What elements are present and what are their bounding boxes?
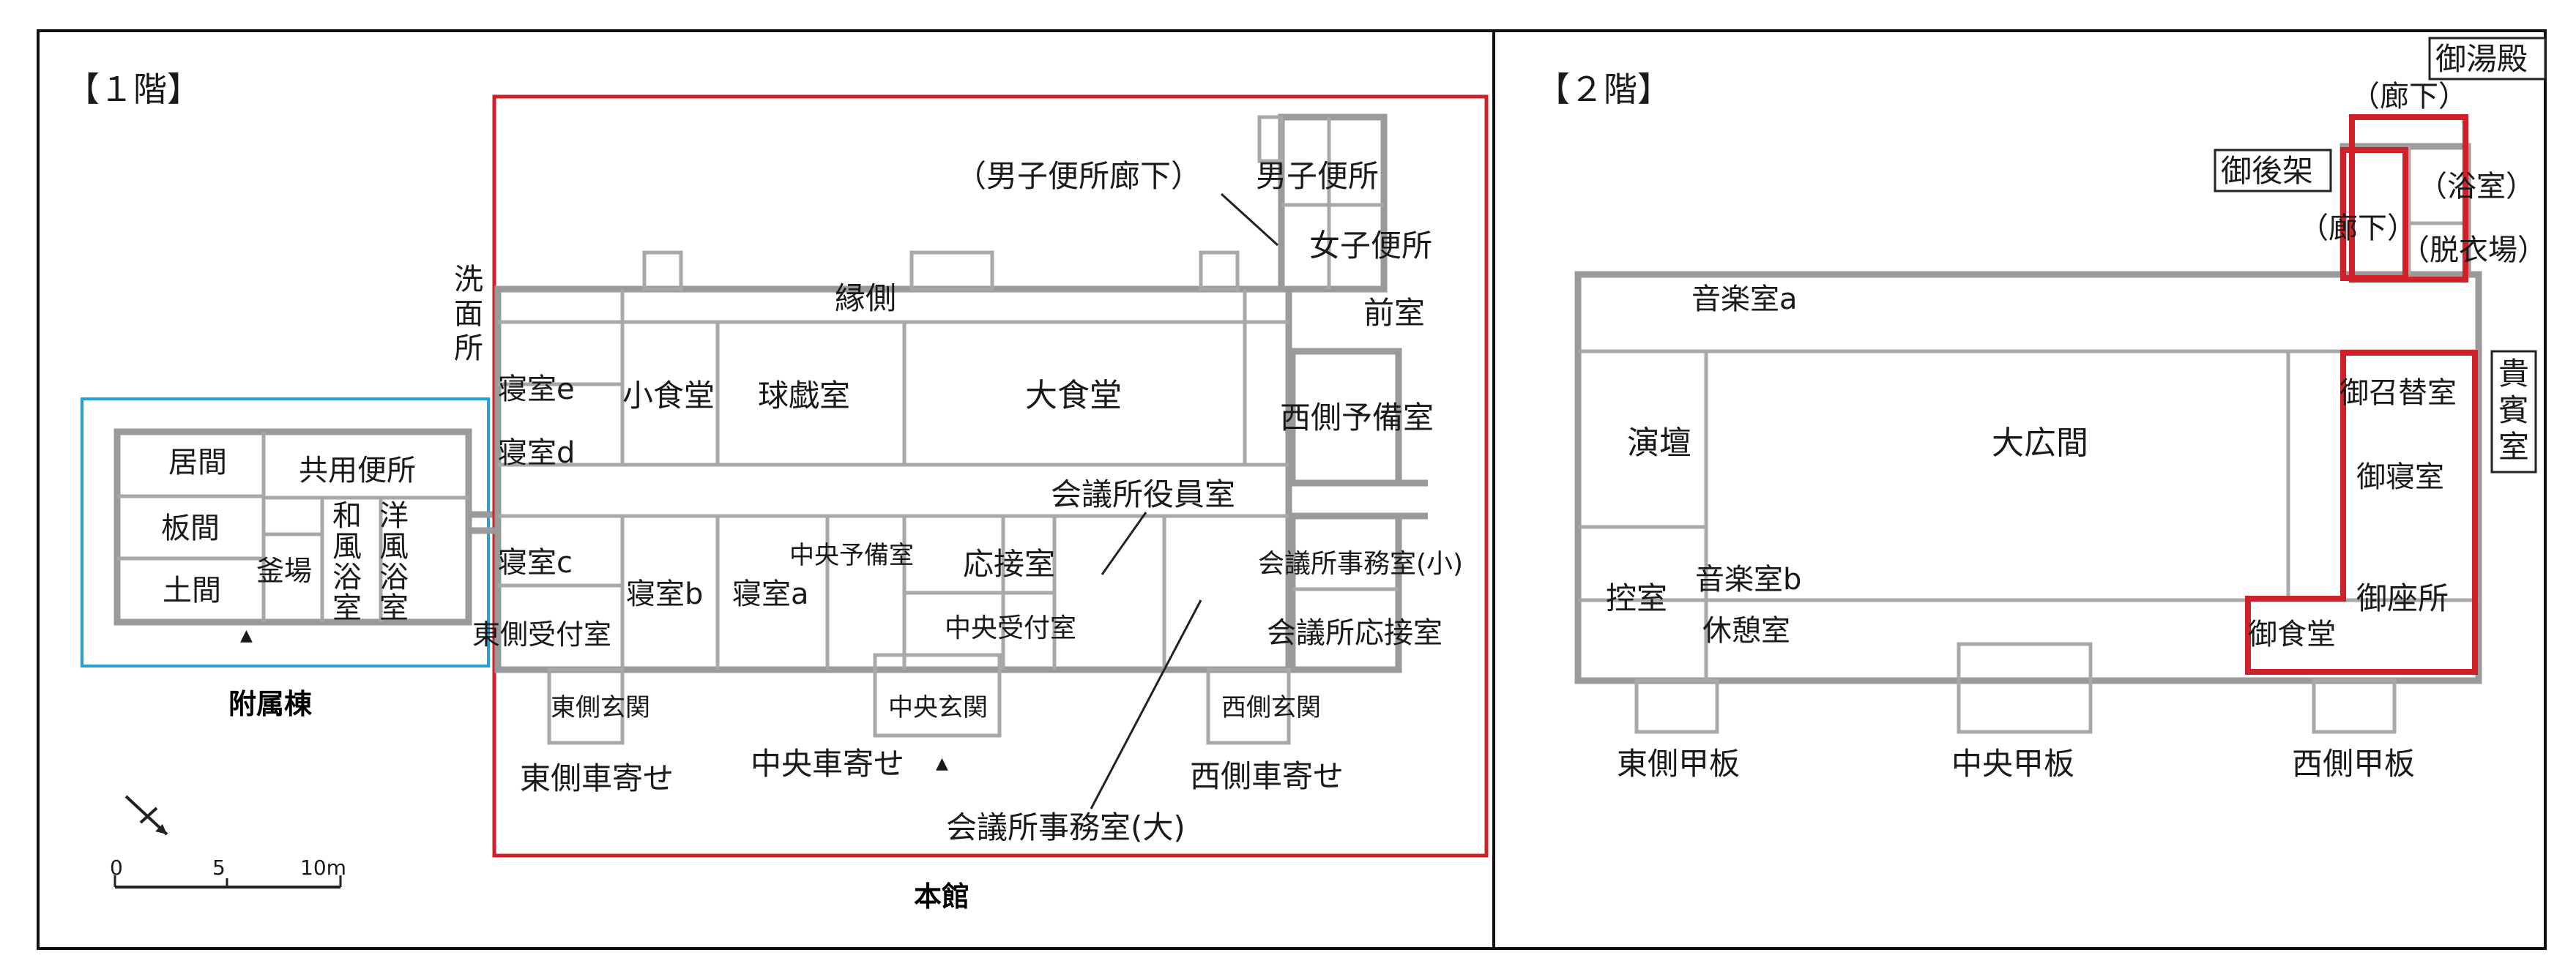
svg-text:賓: 賓 — [2498, 392, 2529, 428]
room-engawa: 縁側 — [835, 280, 896, 316]
svg-text:和: 和 — [332, 499, 362, 533]
room-shinshitsu-d: 寝室d — [498, 436, 575, 470]
room-higashi-kanpan: 東側甲板 — [1617, 746, 1740, 782]
room-wafu-yokushitsu: 和 風 浴 室 — [332, 499, 362, 625]
room-roka-top: （廊下） — [2350, 80, 2468, 113]
scale-label-ten: 10m — [300, 856, 346, 880]
annex-walls — [113, 428, 498, 626]
room-kaigisho-jimushitsu-dai: 会議所事務室(大) — [946, 809, 1185, 845]
leader-kaigisho-yakuinshitsu — [1101, 512, 1147, 575]
scale-label-five: 5 — [212, 856, 226, 880]
room-chuo-yobishitsu: 中央予備室 — [789, 541, 914, 570]
room-chuo-kanpan: 中央甲板 — [1951, 746, 2074, 782]
room-doma: 土間 — [163, 574, 221, 607]
room-nishi-kurumayose: 西側車寄せ — [1190, 758, 1344, 794]
room-kihinshitsu: 貴 賓 室 — [2498, 356, 2529, 465]
main-building-walls — [469, 113, 1428, 745]
room-kyoyo-benjo: 共用便所 — [299, 454, 416, 487]
room-higashi-genkan: 東側玄関 — [551, 693, 650, 722]
room-yokushitsu: （浴室） — [2418, 170, 2535, 203]
room-higashi-uketsuke: 東側受付室 — [472, 618, 611, 651]
scale-label-zero: 0 — [110, 856, 123, 880]
room-goshokudo: 御食堂 — [2248, 618, 2336, 651]
leader-kaigisho-jimushitsu-dai — [1090, 599, 1202, 809]
north-arrow-icon — [124, 795, 168, 836]
room-shinshitsu-e: 寝室e — [498, 373, 575, 406]
room-danshi-benjo-roka: （男子便所廊下） — [956, 158, 1202, 194]
floor2-panel-frame — [1492, 29, 2547, 950]
room-daishokudo: 大食堂 — [1025, 377, 1122, 414]
room-kaigisho-osetsushitsu: 会議所応接室 — [1267, 616, 1443, 650]
room-endan: 演壇 — [1627, 424, 1691, 462]
room-ongakushitsu-a: 音楽室a — [1691, 283, 1798, 316]
svg-text:風: 風 — [379, 530, 409, 564]
floor2-title: 【２階】 — [1536, 70, 1671, 109]
gokoka-outline — [2340, 147, 2408, 281]
goyudono-box — [2428, 37, 2547, 81]
floor1-title: 【１階】 — [66, 70, 201, 109]
room-zenshitsu: 前室 — [1363, 295, 1425, 331]
room-datsuiba: （脱衣場） — [2400, 233, 2547, 267]
room-senmenjo: 洗 面 所 — [454, 263, 483, 365]
room-goyudono: 御湯殿 — [2435, 41, 2528, 77]
room-goshinshitsu: 御寝室 — [2356, 460, 2444, 494]
main-triangle-mark: ▲ — [936, 755, 948, 773]
room-danshi-benjo: 男子便所 — [1256, 158, 1379, 194]
leader-danshi-benjo-roka — [1220, 192, 1279, 247]
svg-text:面: 面 — [454, 297, 483, 331]
room-joshi-benjo: 女子便所 — [1309, 228, 1432, 263]
annex-triangle-mark: ▲ — [240, 626, 253, 645]
main-building-outline — [492, 94, 1489, 858]
room-daihiroma: 大広間 — [1992, 424, 2088, 462]
main-caption: 本館 — [914, 880, 969, 913]
room-chuo-genkan: 中央玄関 — [888, 693, 988, 722]
svg-text:浴: 浴 — [379, 561, 409, 594]
svg-text:洋: 洋 — [379, 499, 409, 533]
room-itama: 板間 — [161, 512, 220, 545]
room-osetsushitsu: 応接室 — [963, 546, 1055, 582]
annex-caption: 附属棟 — [228, 688, 313, 720]
room-hikaeshitsu: 控室 — [1606, 580, 1667, 616]
goyudono-outline — [2349, 114, 2468, 283]
room-chuo-kurumayose: 中央車寄せ — [751, 746, 904, 782]
kihinshitsu-outline — [2245, 350, 2478, 675]
room-nishi-genkan: 西側玄関 — [1221, 693, 1321, 722]
room-shinshitsu-b: 寝室b — [626, 577, 703, 611]
svg-text:貴: 貴 — [2498, 356, 2529, 392]
svg-text:風: 風 — [332, 530, 362, 564]
room-goza-sho: 御座所 — [2356, 580, 2449, 616]
svg-text:所: 所 — [454, 332, 483, 365]
room-kaigisho-yakuinshitsu: 会議所役員室 — [1051, 476, 1235, 512]
gokoka-box — [2214, 149, 2332, 192]
room-kaigisho-jimushitsu-sho: 会議所事務室(小) — [1258, 549, 1463, 579]
room-nishi-yobishitsu: 西側予備室 — [1280, 400, 1434, 435]
room-roka-mid: （廊下） — [2299, 212, 2416, 245]
room-ima: 居間 — [168, 446, 227, 479]
scale-bar — [113, 875, 342, 889]
room-gomeshikaeshitsu: 御召替室 — [2339, 376, 2457, 410]
room-gokoka: 御後架 — [2221, 153, 2313, 189]
room-nishi-kanpan: 西側甲板 — [2292, 746, 2415, 782]
svg-text:洗: 洗 — [454, 263, 483, 296]
room-kyukeishitsu: 休憩室 — [1702, 614, 1790, 648]
room-shinshitsu-c: 寝室c — [498, 546, 573, 580]
kihinshitsu-box — [2490, 350, 2537, 474]
room-shinshitsu-a: 寝室a — [732, 577, 809, 611]
svg-text:浴: 浴 — [332, 561, 362, 594]
room-yofu-yokushitsu: 洋 風 浴 室 — [379, 499, 409, 625]
room-kyugishitsu: 球戯室 — [758, 378, 850, 414]
svg-text:室: 室 — [379, 591, 409, 625]
room-ongakushitsu-b: 音楽室b — [1695, 563, 1801, 596]
room-higashi-kurumayose: 東側車寄せ — [520, 760, 674, 796]
svg-text:室: 室 — [332, 591, 362, 625]
room-chuo-uketsuke: 中央受付室 — [945, 613, 1076, 643]
svg-text:室: 室 — [2498, 429, 2529, 465]
room-shoshokudo: 小食堂 — [622, 378, 715, 414]
room-kamaba: 釜場 — [256, 555, 312, 587]
